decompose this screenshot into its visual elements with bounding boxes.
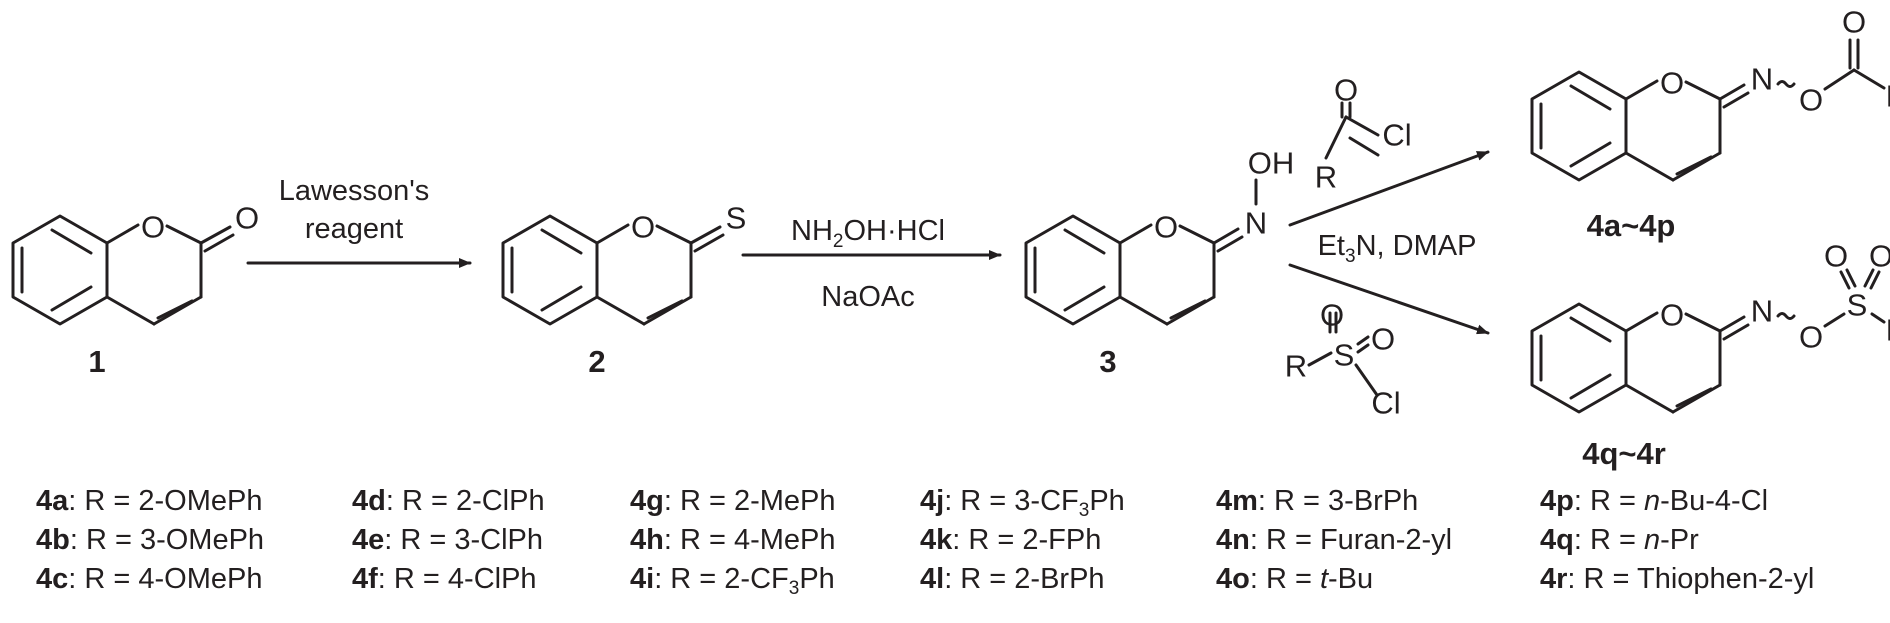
legend-entry: 4d: R = 2-ClPh [352,485,545,517]
sulfonate-oxygen-right-label: O [1869,239,1890,274]
sulfonate-nitrogen-label: N [1751,294,1773,329]
coumarin-structure: O O [11,201,259,326]
compound-3-label: 3 [1099,344,1116,379]
substituent-legend: 4a: R = 2-OMePh 4b: R = 3-OMePh 4c: R = … [0,482,1890,622]
wavy-bond [1776,80,1796,88]
compound-4a-4p-label: 4a~4p [1587,208,1676,243]
legend-entry: 4e: R = 3-ClPh [352,524,544,556]
sulfonyl-r-group-label: R [1285,349,1307,384]
acyl-oxygen-label: O [1334,73,1358,108]
legend-entry: 4n: R = Furan-2-yl [1216,524,1453,556]
ring-oxygen-label: O [1660,298,1684,333]
legend-entry: 4o: R = t-Bu [1216,563,1374,595]
legend-column-5: 4m: R = 3-BrPh 4n: R = Furan-2-yl 4o: R … [1216,482,1452,599]
sulfonyl-chloride-reagent: O S O R Cl [1285,298,1401,421]
legend-entry: 4q: R = n-Pr [1540,524,1699,556]
sulfonate-sulfur-label: S [1847,288,1868,323]
lawessons-condition-line2: reagent [305,213,403,245]
ring-oxygen-label: O [141,210,165,245]
oxime-structure: O N OH [1024,146,1295,326]
legend-column-3: 4g: R = 2-MePh 4h: R = 4-MePh 4i: R = 2-… [630,482,836,599]
legend-entry: 4f: R = 4-ClPh [352,563,537,595]
oxime-nitrogen-label: N [1245,206,1267,241]
legend-column-1: 4a: R = 2-OMePh 4b: R = 3-OMePh 4c: R = … [36,482,264,599]
naoac-condition: NaOAc [821,281,914,313]
sulfonyl-oxygen-top-label: O [1320,298,1344,333]
legend-entry: 4r: R = Thiophen-2-yl [1540,563,1815,595]
legend-entry: 4i: R = 2-CF3Ph [630,563,835,599]
legend-column-2: 4d: R = 2-ClPh 4e: R = 3-ClPh 4f: R = 4-… [352,482,545,599]
acyl-r-group-label: R [1315,160,1337,195]
sulfonyl-sulfur-label: S [1334,338,1355,373]
oxime-sulfonate-structure: O N O S O O R [1530,239,1890,414]
ester-r-group-label: R [1886,79,1890,114]
acyl-chlorine-label: Cl [1382,118,1411,153]
sulfonate-oxygen-left-label: O [1824,239,1848,274]
legend-entry: 4l: R = 2-BrPh [920,563,1105,595]
et3n-dmap-condition: Et3N, DMAP [1318,230,1477,267]
thiocoumarin-structure: O S [501,201,747,326]
legend-entry: 4k: R = 2-FPh [920,524,1102,556]
hydroxyl-label: OH [1248,146,1295,181]
legend-entry: 4a: R = 2-OMePh [36,485,263,517]
legend-entry: 4m: R = 3-BrPh [1216,485,1419,517]
ester-carbonyl-oxygen-label: O [1842,5,1866,40]
legend-entry: 4g: R = 2-MePh [630,485,836,517]
legend-entry: 4p: R = n-Bu-4-Cl [1540,485,1769,517]
sulfonate-r-group-label: R [1886,313,1890,348]
acyl-chloride-reagent: O Cl R [1315,73,1412,195]
legend-column-4: 4j: R = 3-CF3Ph 4k: R = 2-FPh 4l: R = 2-… [920,482,1125,599]
ring-oxygen-label: O [631,210,655,245]
wavy-bond [1776,312,1796,320]
hydroxylamine-condition: NH2OH·HCl [791,215,945,252]
oxime-ester-structure: O N O O R [1530,5,1890,182]
reaction-arrow-to-esters [1288,150,1490,227]
sulfonate-oxygen-label: O [1799,320,1823,355]
ester-nitrogen-label: N [1751,62,1773,97]
sulfonyl-chlorine-label: Cl [1371,386,1400,421]
legend-entry: 4j: R = 3-CF3Ph [920,485,1125,521]
thione-sulfur-label: S [726,201,747,236]
compound-1-label: 1 [88,344,105,379]
compound-2-label: 2 [588,344,605,379]
legend-column-6: 4p: R = n-Bu-4-Cl 4q: R = n-Pr 4r: R = T… [1540,482,1814,599]
ester-oxygen-label: O [1799,83,1823,118]
lawessons-condition-line1: Lawesson's [279,175,430,207]
sulfonyl-oxygen-right-label: O [1371,322,1395,357]
legend-entry: 4c: R = 4-OMePh [36,563,263,595]
legend-entry: 4b: R = 3-OMePh [36,524,265,556]
carbonyl-oxygen-label: O [235,201,259,236]
ring-oxygen-label: O [1154,210,1178,245]
compound-4q-4r-label: 4q~4r [1582,436,1666,471]
ring-oxygen-label: O [1660,66,1684,101]
legend-entry: 4h: R = 4-MePh [630,524,836,556]
reaction-arrow-to-sulfonates [1288,263,1490,335]
